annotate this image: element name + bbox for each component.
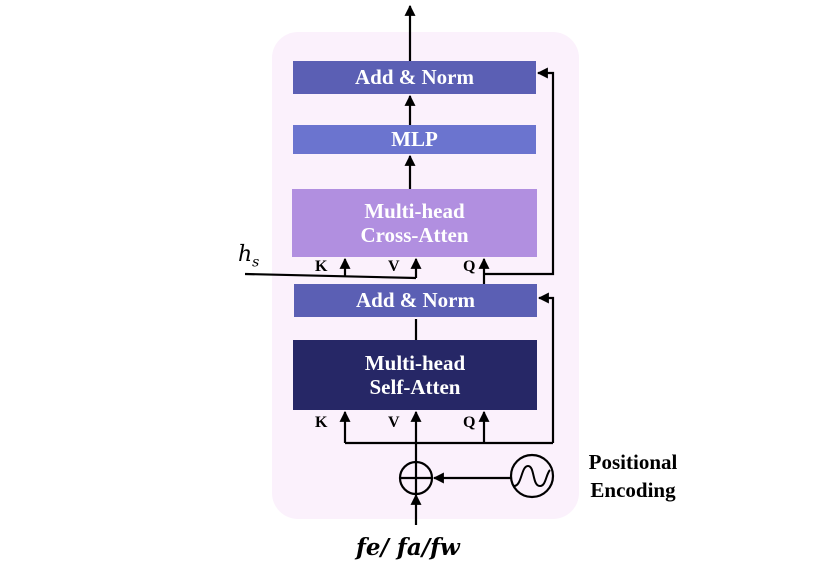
cross-q-label: Q [463,258,476,275]
self-q-label: Q [463,414,476,431]
positional-encoding-line2: Encoding [590,478,676,503]
cross-attention-label-line2: Cross-Atten [360,223,469,247]
add-norm-top-block: Add & Norm [293,61,536,94]
residual-bottom-arrow-icon [537,292,555,443]
cross-attention-block: Multi-head Cross-Atten [292,189,537,257]
cross-k-label: K [315,258,328,275]
hs-symbol: h [238,242,253,267]
add-norm-bottom-block: Add & Norm [294,284,537,317]
hs-subscript: s [252,254,260,271]
self-attention-label-line2: Self-Atten [369,375,461,399]
cross-v-label: V [388,258,400,275]
hs-line [244,272,417,280]
self-attention-block: Multi-head Self-Atten [293,340,537,410]
sine-wave-icon [509,453,555,499]
positional-encoding-line1: Positional [588,450,678,474]
self-attention-label-line1: Multi-head [364,350,466,375]
self-k-label: K [315,414,328,431]
hs-label: hs [238,242,259,270]
add-norm-bottom-label: Add & Norm [356,288,475,313]
mlp-block: MLP [293,125,536,154]
add-norm-top-label: Add & Norm [355,65,474,90]
self-v-label: V [388,414,400,431]
positional-encoding-label: Positional Encoding [574,448,692,505]
mlp-label: MLP [391,127,438,152]
residual-top-arrow-icon [484,67,555,276]
cross-attention-label-line1: Multi-head [364,198,465,223]
input-features-label: fe/ fa/fw [356,534,460,561]
